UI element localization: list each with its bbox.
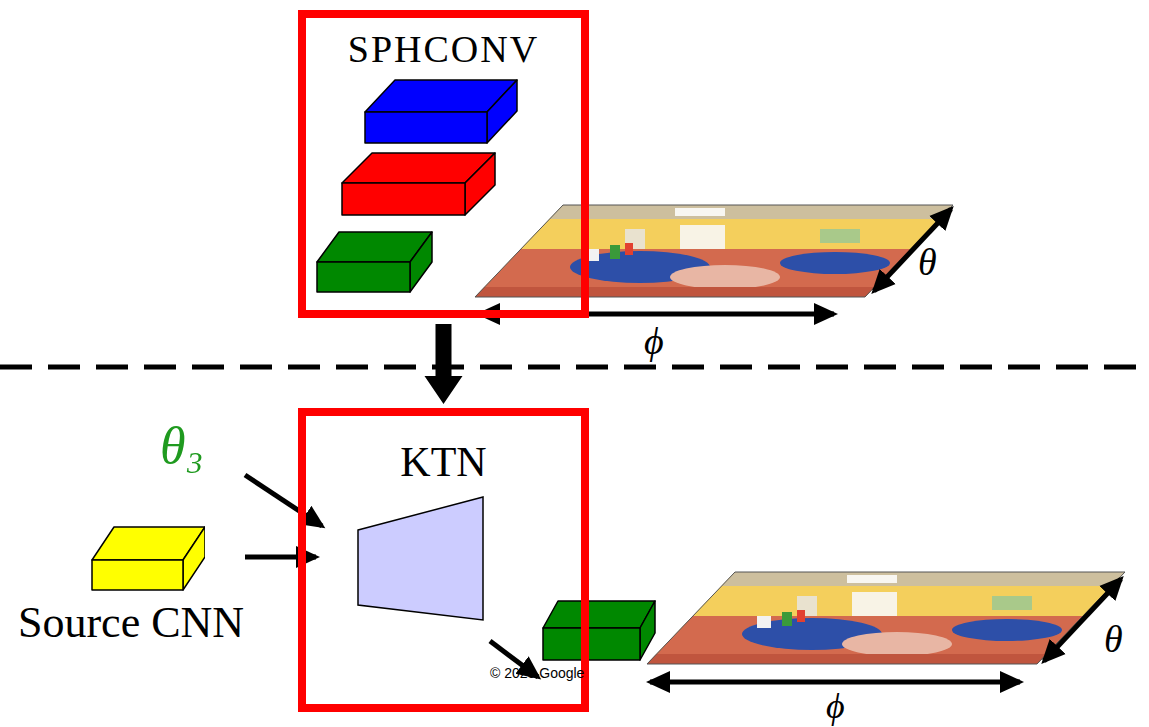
- flow-arrow: [425, 324, 463, 404]
- module-name: SPHCONV: [306, 28, 581, 72]
- axis-label: θ: [918, 243, 937, 281]
- module-name: KTN: [306, 438, 581, 486]
- watermark: © 2023 Google: [490, 666, 584, 680]
- feature-cube: [15, 520, 205, 595]
- source-cnn: Source CNN: [15, 520, 295, 665]
- axis-label: ϕ: [826, 688, 845, 724]
- source-name: Source CNN: [18, 598, 244, 649]
- sphconv-box: SPHCONV: [298, 10, 589, 318]
- axis-label: ϕ: [644, 322, 664, 360]
- axis-label: θ: [1104, 620, 1123, 658]
- parameter-label: θ₃: [160, 420, 204, 472]
